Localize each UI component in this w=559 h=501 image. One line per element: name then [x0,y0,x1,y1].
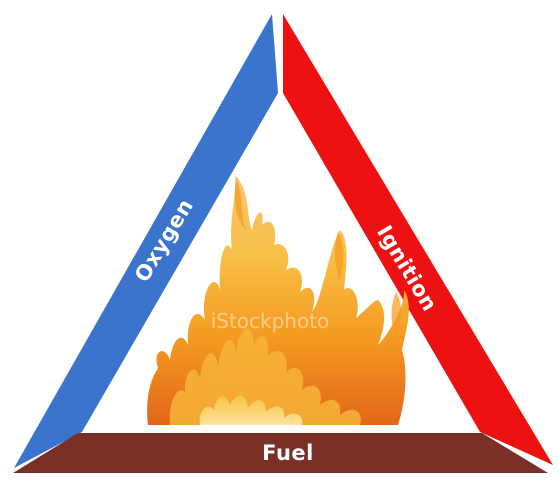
flames-image [147,175,409,425]
fuel-side-bar [13,433,548,473]
ignition-side-bar [283,14,553,465]
watermark-text: iStockphoto [211,309,330,333]
fuel-label: Fuel [262,441,314,465]
oxygen-side-bar [14,14,278,468]
